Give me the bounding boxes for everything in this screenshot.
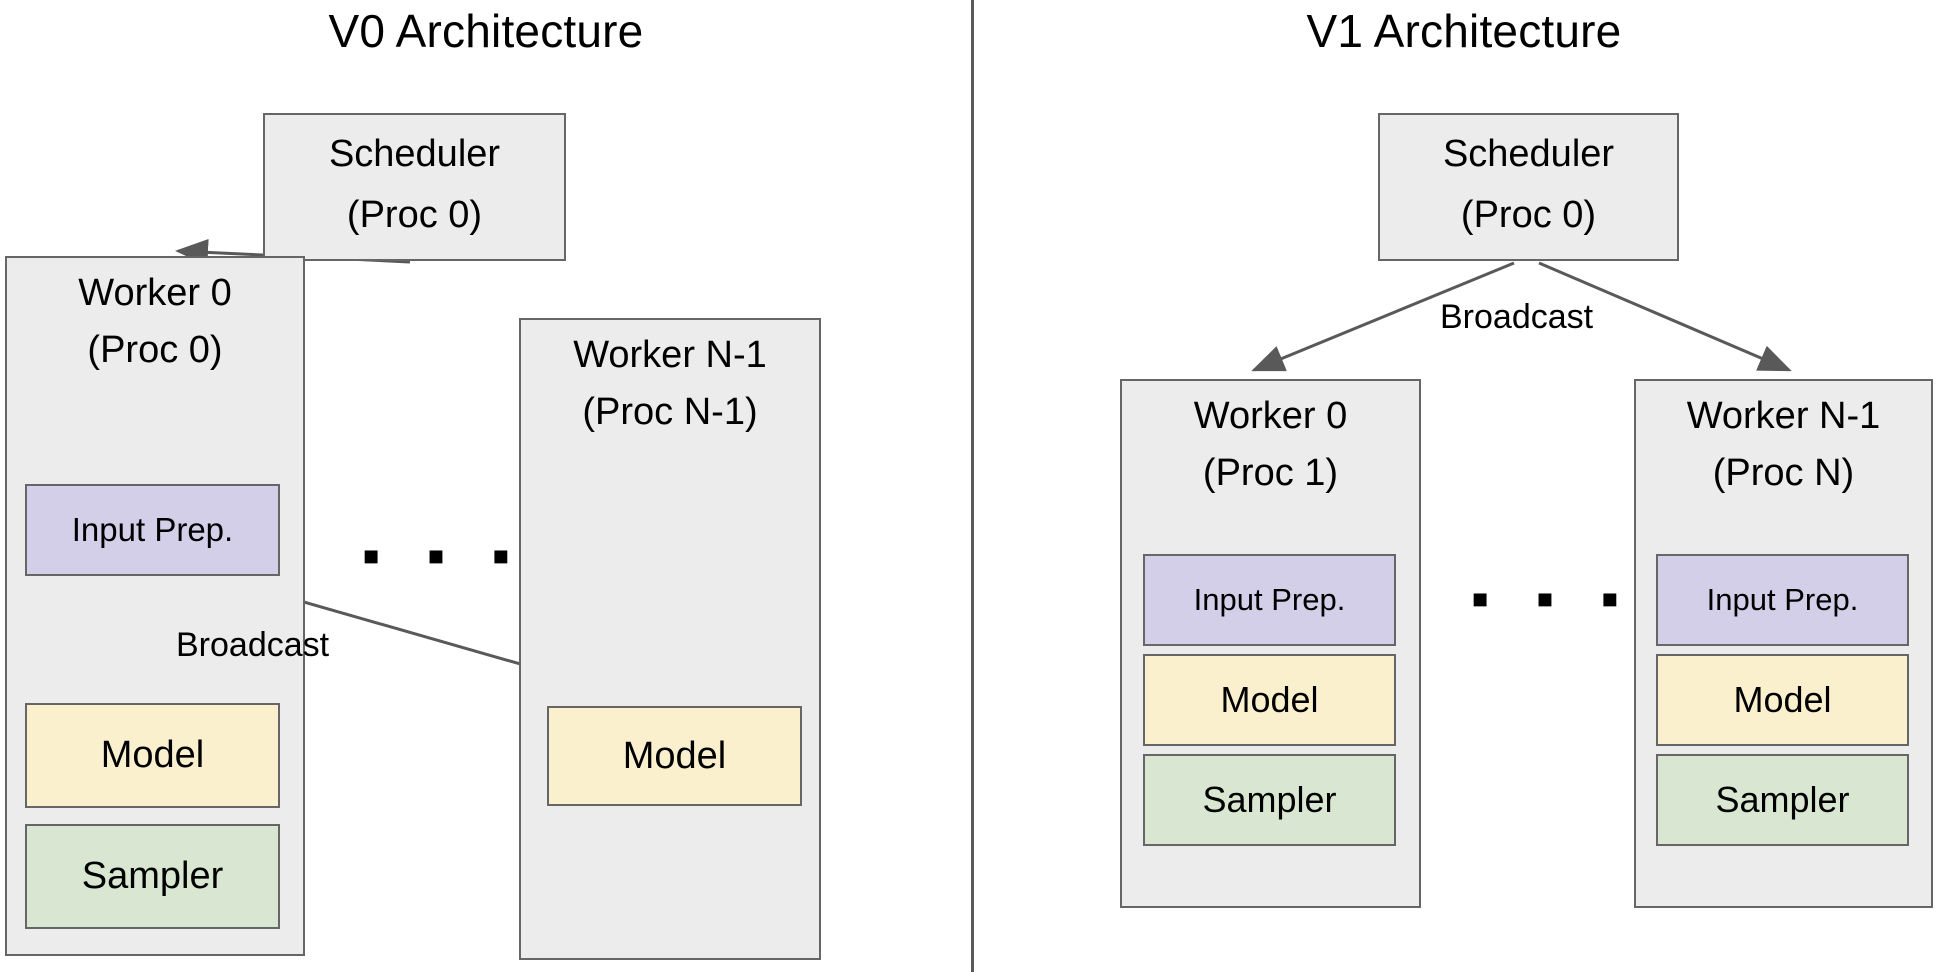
v1-panel-title: V1 Architecture xyxy=(1306,5,1622,57)
v1-worker-0-line1: Worker 0 xyxy=(1193,395,1348,437)
v1-worker-0-input-prep-box[interactable]: Input Prep. xyxy=(1143,554,1396,646)
v1-worker-n-sampler-box[interactable]: Sampler xyxy=(1656,754,1909,846)
v0-worker-0-input-prep-box[interactable]: Input Prep. xyxy=(25,484,280,576)
panel-divider xyxy=(971,0,974,972)
v1-worker-n-sampler-label: Sampler xyxy=(1715,779,1850,820)
v0-worker-0-line2: (Proc 0) xyxy=(87,328,223,371)
v0-worker-0-model-label: Model xyxy=(100,734,205,776)
v0-scheduler-box[interactable]: Scheduler (Proc 0) xyxy=(263,113,566,261)
v1-scheduler-line2: (Proc 0) xyxy=(1460,193,1597,236)
v1-worker-0-model-label: Model xyxy=(1220,679,1319,720)
v0-worker-n-line2: (Proc N-1) xyxy=(582,390,758,433)
v0-ellipsis: ▪ ▪ ▪ xyxy=(362,527,527,585)
v1-worker-n-line2: (Proc N) xyxy=(1712,451,1855,494)
v1-worker-0-line2: (Proc 1) xyxy=(1202,451,1339,494)
v1-worker-n-input-prep-box[interactable]: Input Prep. xyxy=(1656,554,1909,646)
v0-worker-n-line1: Worker N-1 xyxy=(573,334,767,376)
v1-worker-n-model-label: Model xyxy=(1733,679,1832,720)
v0-broadcast-label: Broadcast xyxy=(176,626,330,664)
v0-scheduler-line1: Scheduler xyxy=(328,133,501,175)
v1-ellipsis: ▪ ▪ ▪ xyxy=(1471,570,1636,628)
v1-architecture-panel: V1 Architecture Scheduler (Proc 0) Broad… xyxy=(974,0,1954,972)
v1-worker-n-model-box[interactable]: Model xyxy=(1656,654,1909,746)
v0-worker-0-input-prep-label: Input Prep. xyxy=(71,511,234,548)
v1-broadcast-label: Broadcast xyxy=(1440,298,1594,336)
v1-worker-0-model-box[interactable]: Model xyxy=(1143,654,1396,746)
v0-worker-0-sampler-box[interactable]: Sampler xyxy=(25,824,280,929)
v1-scheduler-box[interactable]: Scheduler (Proc 0) xyxy=(1378,113,1679,261)
v0-worker-0-line1: Worker 0 xyxy=(78,272,232,314)
v1-worker-0-sampler-label: Sampler xyxy=(1202,779,1337,820)
v0-worker-n-box[interactable]: Worker N-1 (Proc N-1) xyxy=(519,318,821,960)
v1-worker-n-input-prep-label: Input Prep. xyxy=(1706,582,1859,617)
v1-worker-n-line1: Worker N-1 xyxy=(1686,395,1881,437)
v0-worker-0-model-box[interactable]: Model xyxy=(25,703,280,808)
v0-worker-n-model-box[interactable]: Model xyxy=(547,706,802,806)
v0-scheduler-line2: (Proc 0) xyxy=(346,193,483,236)
v0-architecture-panel: V0 Architecture Scheduler (Proc 0) Worke… xyxy=(0,0,972,972)
v0-worker-n-model-label: Model xyxy=(622,734,727,777)
v1-worker-0-sampler-box[interactable]: Sampler xyxy=(1143,754,1396,846)
v1-scheduler-line1: Scheduler xyxy=(1442,133,1615,175)
v1-worker-0-input-prep-label: Input Prep. xyxy=(1193,582,1346,617)
v0-panel-title: V0 Architecture xyxy=(328,5,644,57)
v0-worker-0-sampler-label: Sampler xyxy=(81,855,224,897)
